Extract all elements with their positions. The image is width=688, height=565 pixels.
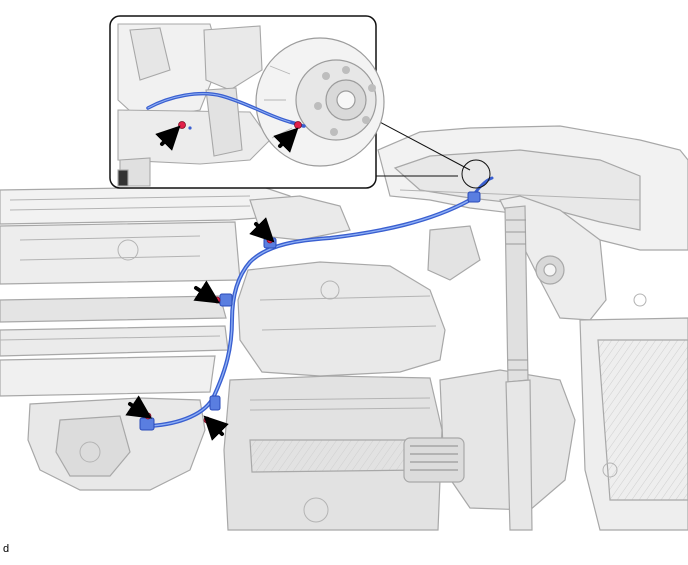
structure-detail-lines — [0, 189, 647, 523]
body-frame — [0, 125, 688, 531]
brake-disc — [255, 37, 385, 167]
inset-callout-box — [109, 15, 385, 189]
clamp-bolt-arrows — [125, 217, 275, 441]
figure-label: d — [3, 543, 10, 555]
inset-leader-lines — [375, 119, 491, 189]
